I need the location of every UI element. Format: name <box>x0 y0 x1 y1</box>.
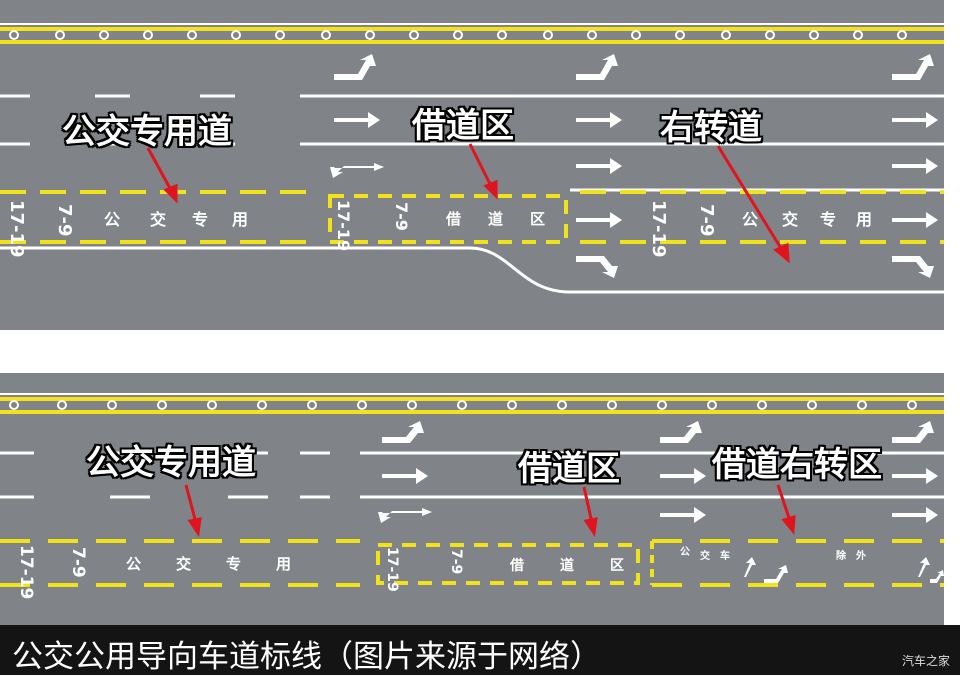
lane-dividers <box>0 451 944 499</box>
callout-right-turn-lane: 右转道 <box>660 108 762 148</box>
bus-lane-yellow-dashes <box>0 539 944 587</box>
lane-char: 专 <box>192 210 209 229</box>
caption-bar: 公交公用导向车道标线（图片来源于网络） 汽车之家 <box>0 625 960 675</box>
lane-char: 道 <box>488 210 504 228</box>
lane-time-evening: 17-19 <box>334 200 353 252</box>
callout-arrows <box>146 143 790 264</box>
direction-arrows <box>330 54 938 278</box>
callout-bus-lane: 公交专用道 <box>86 443 256 483</box>
lane-time-evening: 17-19 <box>384 547 400 592</box>
callout-borrow-right-turn-zone: 借道右转区 <box>712 445 882 485</box>
callout-arrows <box>184 484 796 538</box>
top-road-graphic <box>0 0 960 330</box>
callout-bus-lane: 公交专用道 <box>62 112 232 152</box>
lane-time-morning: 7-9 <box>392 202 411 231</box>
direction-arrows <box>378 421 944 583</box>
lane-char: 专 <box>226 555 242 573</box>
lane-char: 交 <box>176 555 192 573</box>
lane-char: 借 <box>446 210 462 228</box>
lane-char: 区 <box>530 210 546 228</box>
lane-small-text: 除 <box>836 551 846 562</box>
lane-char: 道 <box>560 558 574 574</box>
lane-small-text: 交 <box>700 551 710 562</box>
lane-char: 公 <box>126 555 142 573</box>
lane-time-morning: 7-9 <box>696 204 717 237</box>
lane-char: 用 <box>276 555 292 573</box>
figure-caption: 公交公用导向车道标线（图片来源于网络） <box>12 639 601 675</box>
lane-char: 用 <box>232 210 249 229</box>
lane-time-evening: 17-19 <box>16 545 36 600</box>
lane-char: 专 <box>820 210 837 229</box>
lane-char: 交 <box>150 210 167 229</box>
lane-small-text: 外 <box>856 551 866 562</box>
watermark: 汽车之家 <box>901 654 950 668</box>
lane-char: 公 <box>742 210 759 229</box>
bottom-road-diagram: 公交专用道 借道区 借道右转区 17-19 7-9 公 交 专 用 17-19 … <box>0 373 960 625</box>
lane-time-morning: 7-9 <box>54 204 75 237</box>
bottom-road-graphic <box>0 373 960 625</box>
top-road-diagram: 公交专用道 借道区 右转道 17-19 7-9 公 交 专 用 17-19 7-… <box>0 0 960 330</box>
lane-char: 交 <box>782 210 799 229</box>
lane-time-morning: 7-9 <box>68 547 88 578</box>
callout-borrow-zone: 借道区 <box>518 449 620 489</box>
center-line-studs <box>9 400 917 410</box>
lane-time-evening: 17-19 <box>6 200 27 258</box>
lane-small-text: 车 <box>720 551 730 562</box>
center-line-studs <box>9 30 907 40</box>
lane-small-text: 公 <box>680 547 690 558</box>
lane-char: 区 <box>610 558 624 574</box>
bus-lane-yellow-dashes <box>0 190 944 244</box>
lane-time-morning: 7-9 <box>448 549 464 575</box>
lane-char: 用 <box>856 210 873 229</box>
lane-time-evening: 17-19 <box>648 200 669 258</box>
callout-borrow-zone: 借道区 <box>412 106 514 146</box>
lane-char: 公 <box>104 210 121 229</box>
lane-char: 借 <box>510 558 524 574</box>
